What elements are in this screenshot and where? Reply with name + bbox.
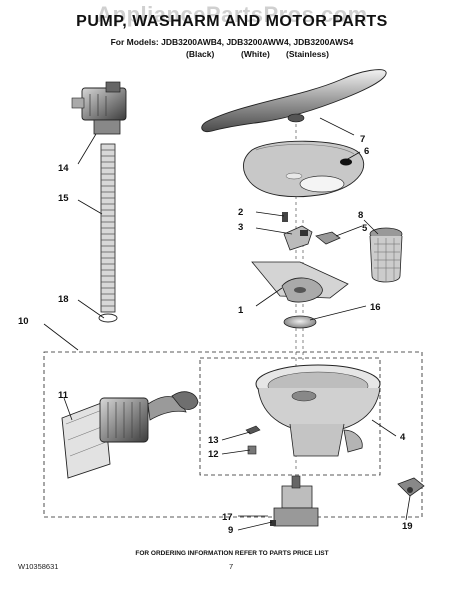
callout-18: 18 [58,294,69,305]
color-stainless: (Stainless) [286,49,329,59]
callout-15: 15 [58,193,69,204]
seal-disc [283,315,317,329]
page-number: 7 [229,562,234,571]
callout-19: 19 [402,521,413,532]
pump-assembly-outline [43,351,423,518]
callout-5: 5 [362,223,368,234]
color-black: (Black) [186,49,215,59]
callout-6: 6 [364,146,369,157]
callout-12: 12 [208,449,219,460]
document-number: W10358631 [18,562,59,571]
leader-lines [43,117,411,531]
model-list: For Models: JDB3200AWB4, JDB3200AWW4, JD… [110,37,354,47]
callout-9: 9 [228,525,233,536]
callout-11: 11 [58,390,69,401]
filter-basket [369,227,403,283]
watermark-text: AppliancePartsPros.com [96,2,368,27]
callout-2: 2 [238,207,243,218]
color-white: (White) [241,49,270,59]
sump-assembly-outline [199,357,381,476]
callout-8: 8 [358,210,363,221]
drain-hose [98,143,118,323]
drain-motor [71,81,127,135]
clip-and-bracket [282,212,341,251]
sump-basin [255,364,381,457]
circulation-motor [61,391,199,479]
callout-14: 14 [58,163,69,174]
callout-4: 4 [400,432,406,443]
callout-13: 13 [208,435,219,446]
lower-washarm [201,69,387,133]
callout-7: 7 [360,134,365,145]
callout-10: 10 [18,316,29,327]
callout-1: 1 [238,305,244,316]
chopper-assembly [251,261,349,303]
sensor [397,477,425,497]
page-title: PUMP, WASHARM AND MOTOR PARTS [76,13,388,30]
drain-pump [270,475,319,527]
callout-17: 17 [222,512,233,523]
callout-16: 16 [370,302,381,313]
ordering-note: FOR ORDERING INFORMATION REFER TO PARTS … [135,550,329,557]
filter-cover [243,140,364,198]
callout-3: 3 [238,222,243,233]
